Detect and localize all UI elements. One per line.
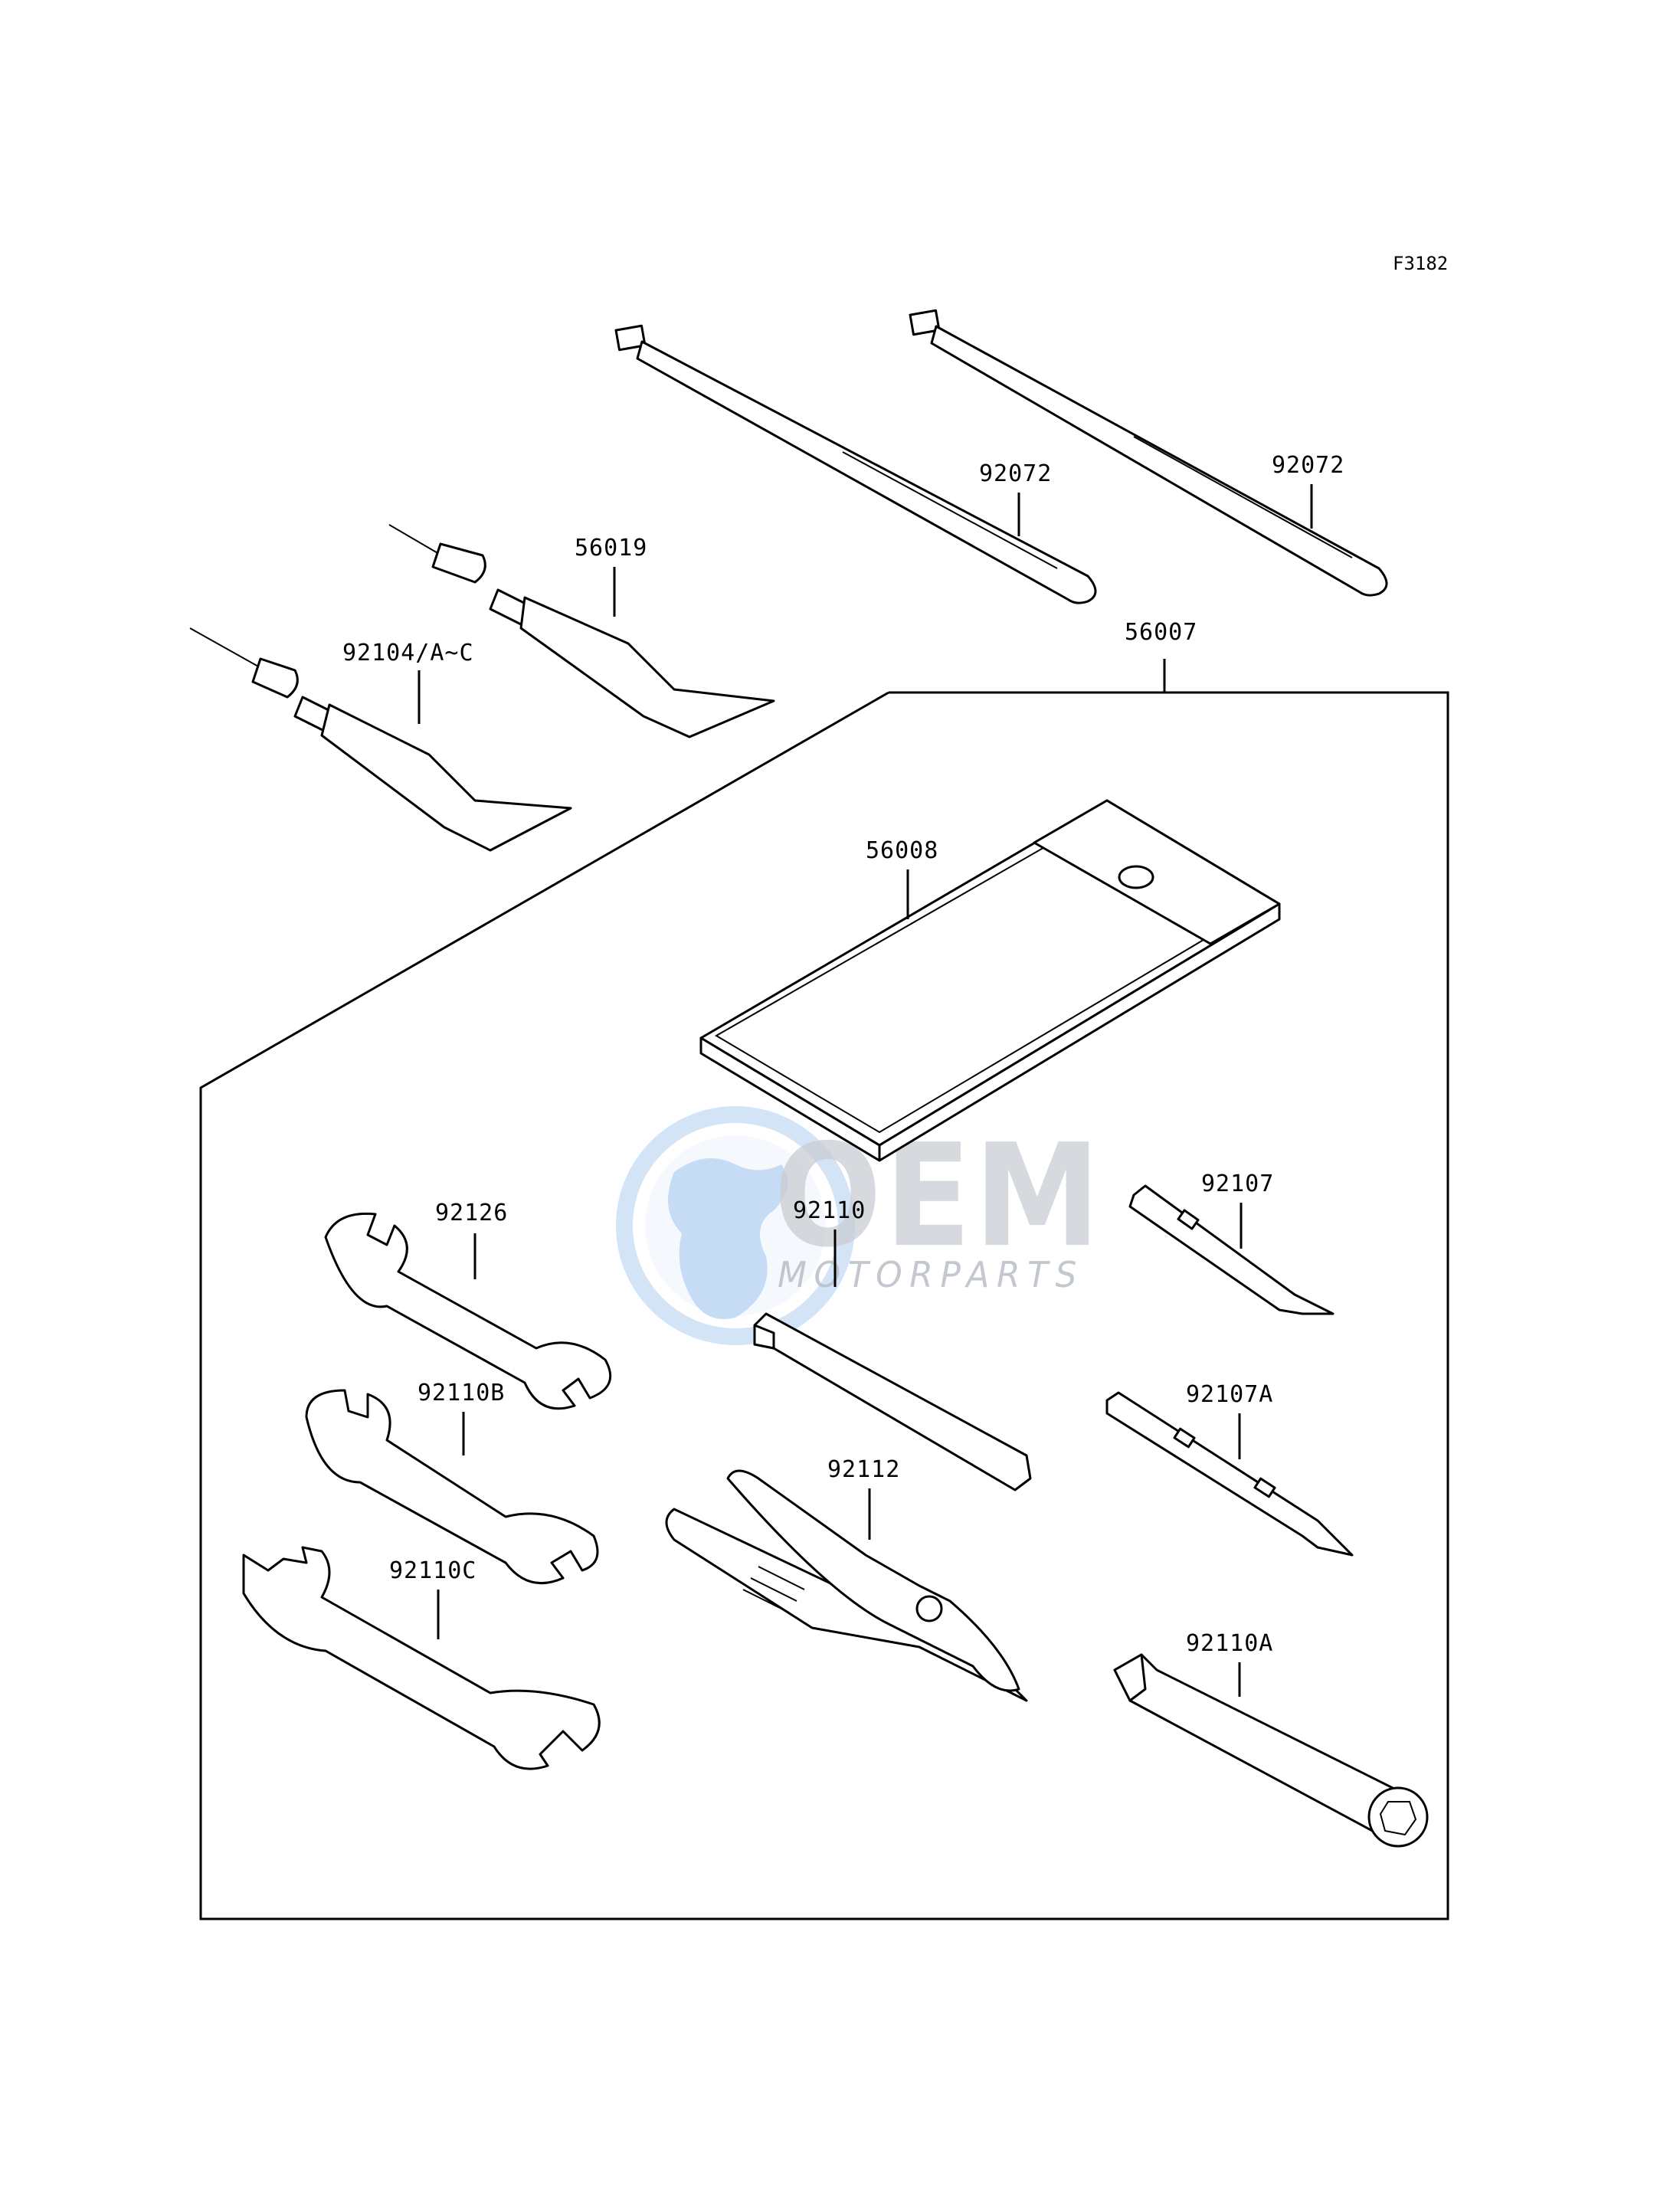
label-pliers: 92112 <box>827 1456 900 1483</box>
globe-logo-icon <box>616 1106 855 1345</box>
label-screwdriver-bit: 92107A <box>1186 1381 1273 1408</box>
label-grease-small: 56019 <box>575 535 647 562</box>
grease-tube-large-icon <box>189 627 572 852</box>
label-tool-kit: 56007 <box>1125 619 1197 646</box>
wrench-bottom-icon <box>242 1546 601 1770</box>
label-hex-key: 92110 <box>793 1197 866 1224</box>
wrench-top-icon <box>324 1212 612 1410</box>
watermark: OEM MOTORPARTS <box>616 1106 1103 1345</box>
figure-code: F3182 <box>1393 253 1448 274</box>
part-labels: 92072 92072 56019 92104/A~C 56007 56008 … <box>342 452 1344 1657</box>
leader-lines <box>418 484 1313 1697</box>
grease-tube-small-icon <box>388 524 775 738</box>
label-spark-plug-wrench: 92110A <box>1186 1630 1273 1657</box>
label-tie-right: 92072 <box>1272 452 1344 479</box>
spark-plug-wrench-icon <box>1113 1653 1429 1848</box>
tool-bag-icon <box>699 799 1281 1162</box>
label-wrench-top: 92126 <box>435 1200 508 1226</box>
label-wrench-middle: 92110B <box>418 1380 505 1406</box>
cable-tie-right-icon <box>909 309 1388 597</box>
cable-tie-left-icon <box>614 324 1097 604</box>
label-grease-large: 92104/A~C <box>342 640 474 666</box>
screwdriver-handle-icon <box>1128 1184 1335 1315</box>
pliers-icon <box>665 1469 1028 1702</box>
watermark-subtitle: MOTORPARTS <box>778 1254 1084 1295</box>
hex-key-icon <box>753 1312 1032 1491</box>
label-wrench-bottom: 92110C <box>389 1557 476 1584</box>
label-screwdriver-handle: 92107 <box>1201 1171 1274 1197</box>
screwdriver-bit-icon <box>1105 1391 1354 1557</box>
tool-kit-frame <box>199 659 1449 1920</box>
wrench-middle-icon <box>305 1389 599 1585</box>
watermark-brand: OEM <box>774 1113 1103 1279</box>
label-tie-left: 92072 <box>979 460 1052 487</box>
label-tool-bag: 56008 <box>866 837 938 864</box>
